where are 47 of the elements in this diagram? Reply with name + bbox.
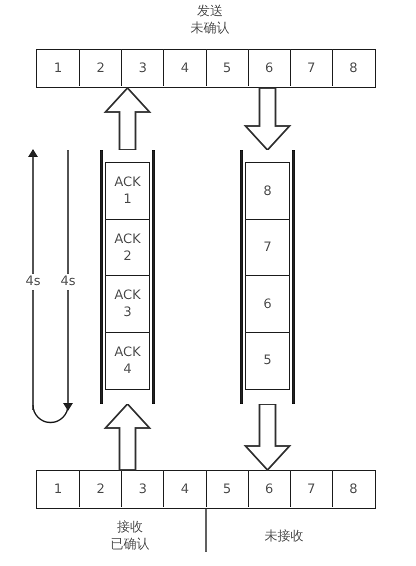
segment-label: 7 [262,239,273,256]
annotation-text: 未接收 [264,529,304,545]
segment-box [245,162,290,220]
block-arrow [243,87,292,152]
segment-box [105,162,150,220]
segment-box [245,332,290,390]
segment-label: 8 [262,182,273,200]
cell-number: 2 [96,60,106,76]
segment-label: 6 [262,296,273,312]
cell-number: 2 [96,480,106,498]
cell-number: 3 [138,480,148,498]
cell-number: 1 [52,60,64,76]
segment-box [105,275,150,333]
cell-number: 3 [138,60,148,76]
cell-number: 4 [180,60,190,76]
block-arrow [103,402,152,471]
segment-label: ACK 3 [113,287,142,321]
cell-number: 5 [222,480,232,498]
cell-number: 7 [306,480,316,498]
segment-label: 5 [262,352,273,369]
block-arrow [103,86,152,151]
segment-label: ACK 4 [113,344,142,378]
cell-number: 7 [306,60,316,76]
window-cell [79,50,122,86]
cell-number: 8 [348,60,359,76]
segment-box [105,332,150,390]
annotation-text: 接收 [117,520,143,536]
window-row [36,49,376,88]
block-arrow [243,403,292,472]
annotation-text: 已确认 [110,537,150,553]
cell-number: 4 [180,480,190,498]
window-cell [79,471,122,507]
cell-number: 6 [264,480,274,498]
annotation-text: 未确认 [190,21,230,37]
cell-number: 8 [348,480,359,498]
window-row [36,470,376,509]
segment-box [245,275,290,333]
cell-number: 5 [222,60,232,76]
cell-number: 1 [52,480,64,498]
segment-box [105,218,150,276]
segment-label: ACK 1 [113,174,142,208]
cell-number: 6 [264,60,274,76]
annotation-text: 4s [60,274,76,290]
segment-label: ACK 2 [113,230,142,264]
annotation-text: 4s [25,274,41,290]
window-cell [121,471,164,507]
segment-box [245,218,290,276]
